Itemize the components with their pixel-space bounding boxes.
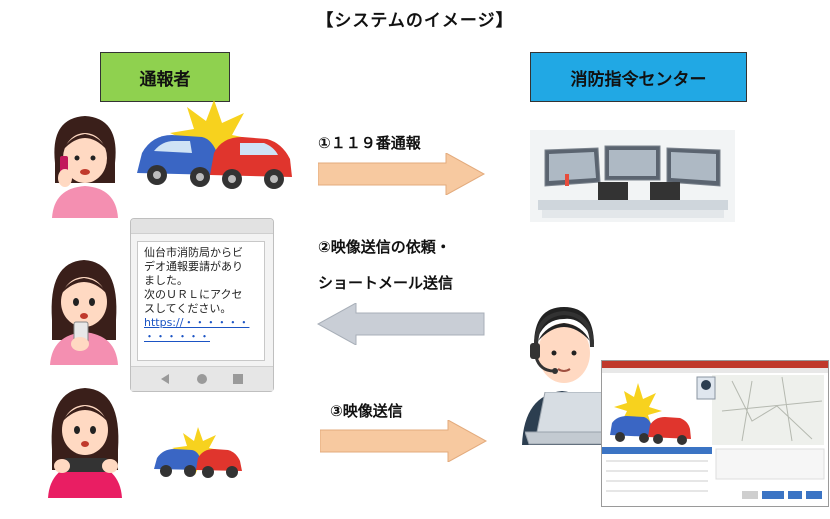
- woman-phone-call-icon: [52, 116, 118, 218]
- arrow-right-icon: [320, 420, 488, 462]
- car-crash-icon: [137, 100, 292, 189]
- phone-nav-bar: [131, 366, 273, 391]
- sms-url-link[interactable]: ・・・・・・: [144, 330, 210, 343]
- step-2-label-line2: ショートメール送信: [318, 274, 454, 292]
- step-1-label: ①１１９番通報: [318, 134, 421, 152]
- sms-line: 次のＵＲＬにアクセ: [144, 288, 243, 301]
- car-crash-small-icon: [154, 427, 242, 478]
- step-3-label: ③映像送信: [330, 402, 403, 420]
- phone-nav-buttons-icon: [161, 374, 243, 384]
- dispatch-system-screen: [601, 360, 829, 507]
- sms-message-area: 仙台市消防局からビ デオ通報要請があり ました。 次のＵＲＬにアクセ スしてくだ…: [137, 241, 265, 361]
- dispatch-ui-illustration: [602, 361, 828, 499]
- step-2-label-line1: ②映像送信の依頼・: [318, 238, 451, 256]
- dispatch-console-icon: [530, 130, 735, 222]
- sms-line: スしてください。: [144, 302, 232, 315]
- sms-line: ました。: [144, 274, 188, 287]
- woman-smartphone-camera-icon: [48, 388, 122, 498]
- arrow-left-icon: [316, 303, 485, 345]
- smartphone-screen: 仙台市消防局からビ デオ通報要請があり ました。 次のＵＲＬにアクセ スしてくだ…: [130, 218, 274, 392]
- arrow-right-icon: [318, 153, 486, 195]
- phone-status-bar: [131, 219, 273, 234]
- woman-smartphone-icon: [50, 260, 118, 365]
- sms-line: 仙台市消防局からビ: [144, 246, 243, 259]
- reporter-label: 通報者: [100, 52, 230, 102]
- sms-message: 仙台市消防局からビ デオ通報要請があり ました。 次のＵＲＬにアクセ スしてくだ…: [144, 246, 264, 344]
- sms-line: デオ通報要請があり: [144, 260, 243, 273]
- sms-url-link[interactable]: https://・・・・・・: [144, 316, 250, 329]
- diagram-title: 【システムのイメージ】: [316, 11, 514, 31]
- dispatch-center-label: 消防指令センター: [530, 52, 747, 102]
